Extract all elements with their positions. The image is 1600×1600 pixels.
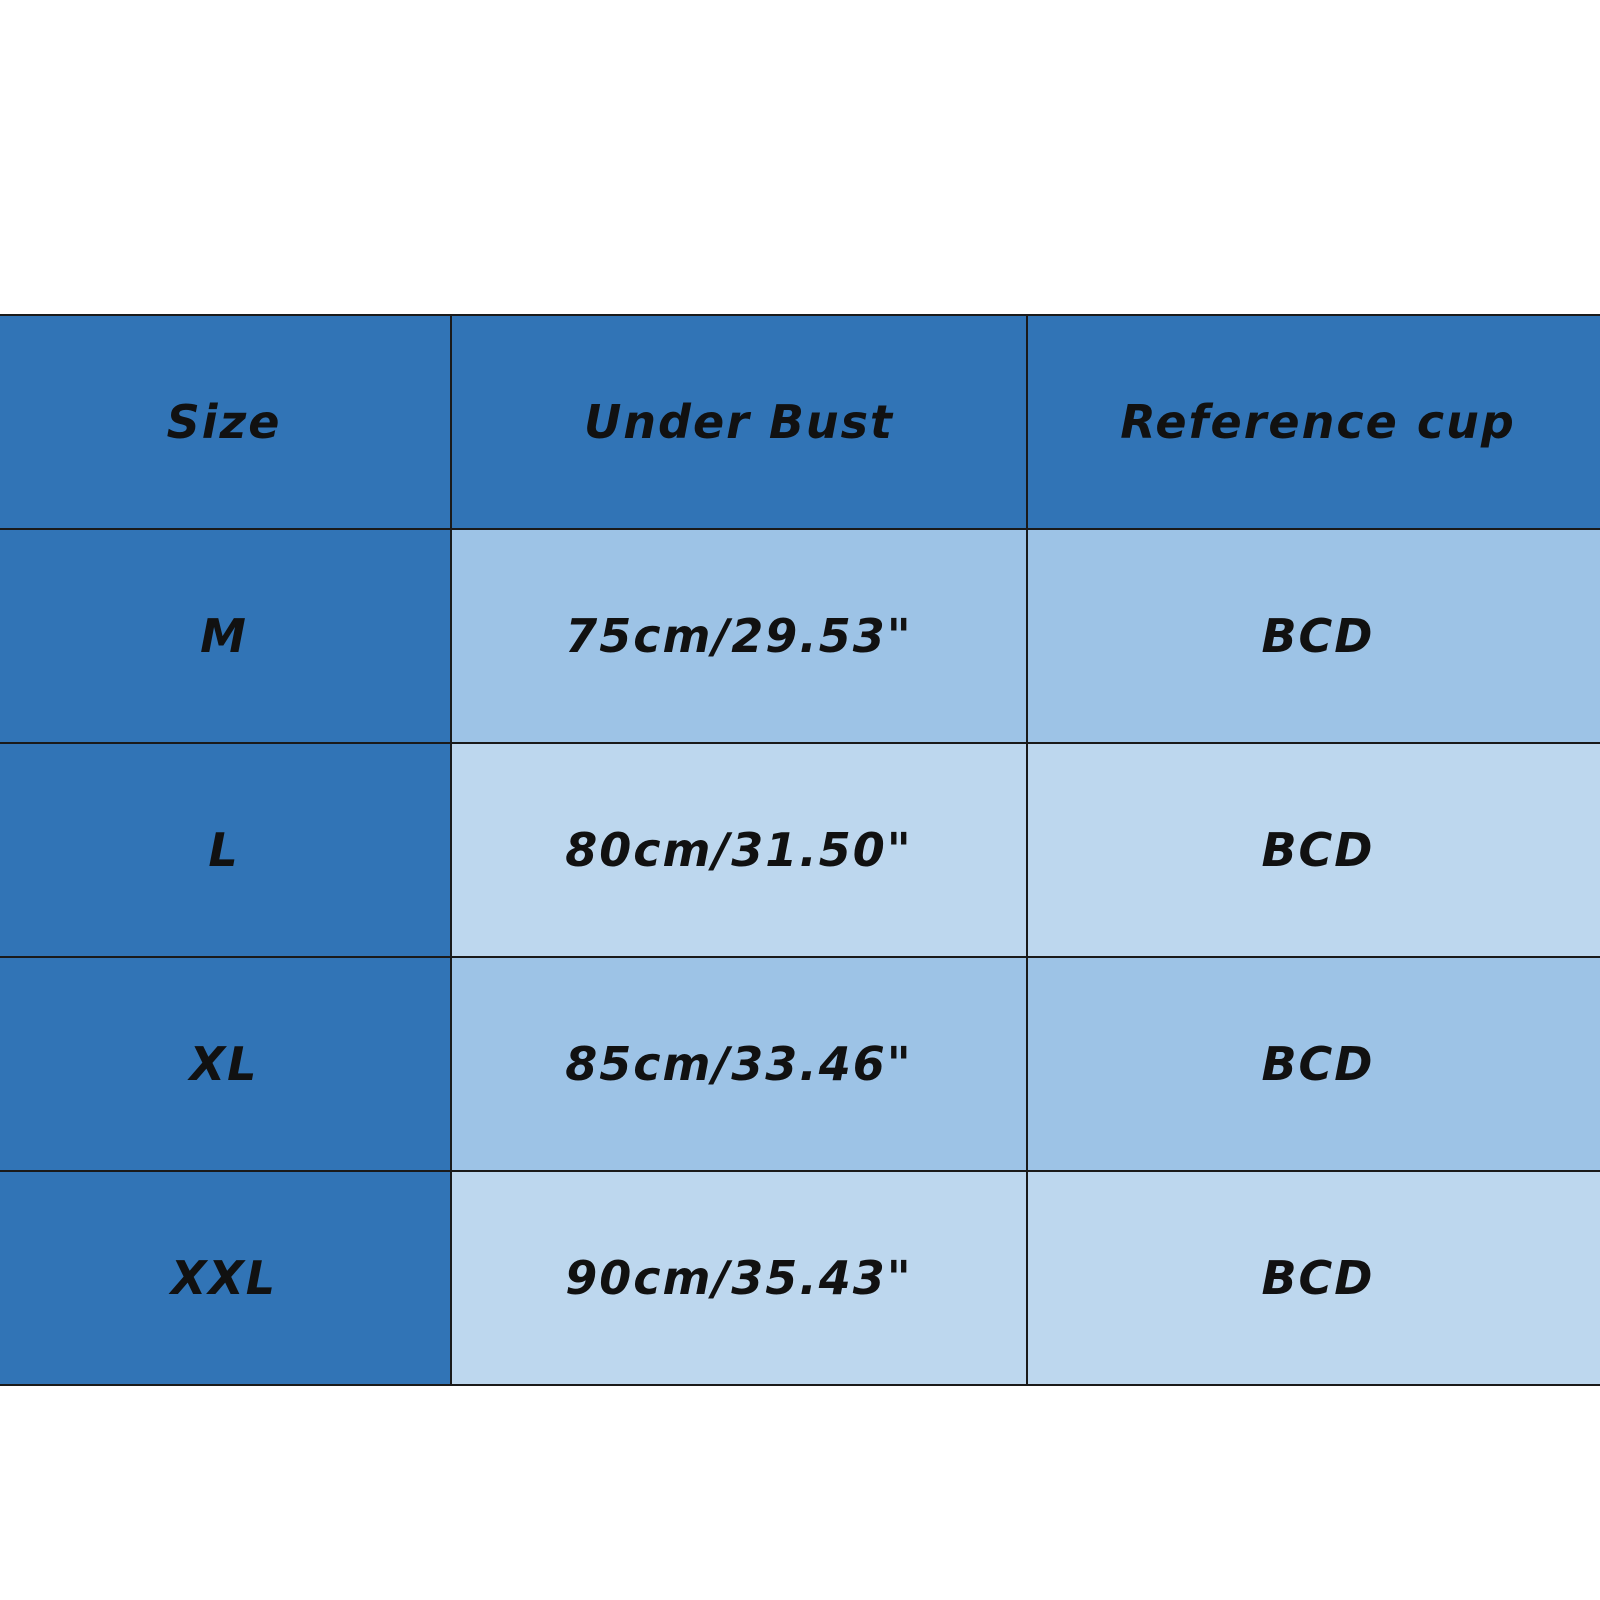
table-row: XL 85cm/33.46" BCD bbox=[0, 956, 1600, 1172]
cup-cell: BCD bbox=[1026, 528, 1600, 744]
size-cell: M bbox=[0, 528, 452, 744]
size-chart-table: Size Under Bust Reference cup M 75cm/29.… bbox=[0, 314, 1600, 1386]
under-bust-cell: 90cm/35.43" bbox=[450, 1170, 1028, 1386]
header-size: Size bbox=[0, 314, 452, 530]
table-row: L 80cm/31.50" BCD bbox=[0, 742, 1600, 958]
cup-cell: BCD bbox=[1026, 742, 1600, 958]
under-bust-cell: 85cm/33.46" bbox=[450, 956, 1028, 1172]
table-header-row: Size Under Bust Reference cup bbox=[0, 314, 1600, 530]
table-row: M 75cm/29.53" BCD bbox=[0, 528, 1600, 744]
header-reference-cup: Reference cup bbox=[1026, 314, 1600, 530]
cup-cell: BCD bbox=[1026, 1170, 1600, 1386]
under-bust-cell: 80cm/31.50" bbox=[450, 742, 1028, 958]
size-cell: XXL bbox=[0, 1170, 452, 1386]
under-bust-cell: 75cm/29.53" bbox=[450, 528, 1028, 744]
header-under-bust: Under Bust bbox=[450, 314, 1028, 530]
size-cell: XL bbox=[0, 956, 452, 1172]
table-row: XXL 90cm/35.43" BCD bbox=[0, 1170, 1600, 1386]
size-cell: L bbox=[0, 742, 452, 958]
cup-cell: BCD bbox=[1026, 956, 1600, 1172]
